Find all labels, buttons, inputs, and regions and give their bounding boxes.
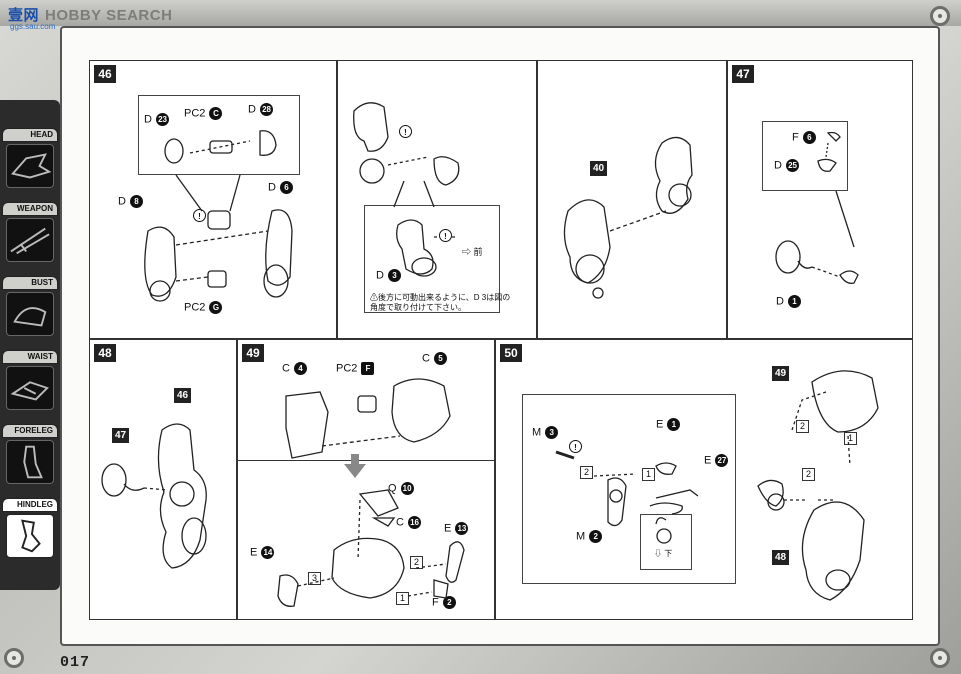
part-label-e14: E 14 [250, 546, 275, 559]
part-label-d1: D 1 [776, 295, 802, 308]
part-label-d8: D 8 [118, 195, 144, 208]
logo-chinese: 壹网 [8, 7, 40, 24]
part-label-pc2g: PC2 G [184, 301, 223, 314]
part-label-e27: E 27 [704, 454, 729, 467]
detail-box [640, 514, 692, 570]
down-label: ⇩ 下 [654, 549, 673, 558]
part-label-d28: D 28 [248, 103, 274, 116]
part-label-d25: D 25 [774, 159, 800, 172]
bust-icon [6, 292, 54, 336]
sidebar-item-label: FORELEG [2, 424, 58, 438]
watermark-logo: 壹网 HOBBY SEARCH [8, 4, 172, 25]
part-label-e1: E 1 [656, 418, 681, 431]
gear-icon [930, 6, 950, 26]
step-47-panel: 47 F 6 D 25 D 1 [727, 60, 913, 339]
sidebar-item-waist[interactable]: WAIST [2, 350, 58, 412]
step-48-drawing [101, 423, 207, 569]
part-label-c4: C 4 [282, 362, 308, 375]
part-label-e13: E 13 [444, 522, 469, 535]
section-sidebar: HEAD WEAPON BUST WAIST FORELEG HINDLEG [0, 100, 60, 590]
sidebar-item-label: WEAPON [2, 202, 58, 216]
step-50-panel: 50 M 3 ! E 1 E 27 M 2 ⇩ 下 2 1 49 48 2 1 … [495, 339, 913, 620]
warning-icon: ! [192, 209, 206, 222]
sidebar-item-label: HINDLEG [2, 498, 58, 512]
sequence-step: 2 [802, 468, 815, 481]
callout-box [522, 394, 736, 584]
part-label-pc2c: PC2 C [184, 107, 223, 120]
part-label-q10: Q 10 [388, 482, 414, 495]
part-label-f6: F 6 [792, 131, 816, 144]
part-label-pc2f: PC2 F [336, 362, 375, 375]
divider [238, 460, 496, 461]
hindleg-icon [6, 514, 54, 558]
step-number: 48 [94, 344, 116, 362]
assembly-ref-40: 40 [590, 161, 608, 176]
sequence-step: 2 [796, 420, 809, 433]
step-47-drawing [775, 131, 859, 284]
gear-icon [4, 648, 24, 668]
sequence-step: 3 [308, 572, 321, 585]
sidebar-item-weapon[interactable]: WEAPON [2, 202, 58, 264]
step-46-panel: 46 D 23 PC2 C D 28 D 8 D 6 PC2 G ! [89, 60, 337, 339]
step-49-panel: 49 C 4 PC2 F C 5 Q 10 C 16 E 13 E 14 F 2… [237, 339, 496, 620]
part-label-c16: C 16 [396, 516, 422, 529]
sidebar-item-label: WAIST [2, 350, 58, 364]
step-number: 50 [500, 344, 522, 362]
down-arrow [344, 454, 366, 478]
part-label-m2: M 2 [576, 530, 603, 543]
step-number: 47 [732, 65, 754, 83]
warning-icon: ! [438, 229, 452, 242]
page-number: 017 [60, 654, 91, 671]
sequence-step: 1 [642, 468, 655, 481]
part-label-d23: D 23 [144, 113, 170, 126]
step-50-drawing [555, 370, 879, 601]
logo-text: HOBBY SEARCH [45, 7, 173, 24]
gear-icon [930, 648, 950, 668]
step-48-panel: 48 47 46 [89, 339, 237, 620]
instruction-sheet: 46 D 23 PC2 C D 28 D 8 D 6 PC2 G ! [60, 26, 940, 646]
step-46c-drawing [563, 136, 693, 299]
step-46c-panel: 40 [537, 60, 727, 339]
sequence-step: 1 [844, 432, 857, 445]
weapon-icon [6, 218, 54, 262]
head-icon [6, 144, 54, 188]
assembly-ref-47: 47 [112, 428, 130, 443]
sidebar-item-bust[interactable]: BUST [2, 276, 58, 338]
part-label-c5: C 5 [422, 352, 448, 365]
part-label-m3: M 3 [532, 426, 559, 439]
waist-icon [6, 366, 54, 410]
warning-icon: ! [568, 440, 582, 453]
step-number: 49 [242, 344, 264, 362]
sidebar-item-label: BUST [2, 276, 58, 290]
sidebar-item-label: HEAD [2, 128, 58, 142]
caution-note: ⚠後方に可動出来るように、D 3は図の 角度で取り付けて下さい。 [370, 293, 511, 312]
sidebar-item-foreleg[interactable]: FORELEG [2, 424, 58, 486]
top-bar: 壹网 HOBBY SEARCH ggs.sau.com [0, 0, 961, 31]
part-label-d3b: D 3 [376, 269, 402, 282]
sequence-step: 2 [580, 466, 593, 479]
step-46b-drawing [353, 102, 460, 277]
sidebar-item-hindleg[interactable]: HINDLEG [2, 498, 58, 560]
part-label-d6: D 6 [268, 181, 294, 194]
sidebar-item-head[interactable]: HEAD [2, 128, 58, 190]
step-46b-panel: D 3 ! D 3 ⇨ 前 ⚠後方に可動出来るように、D 3は図の 角度で取り付… [337, 60, 537, 339]
assembly-ref-49: 49 [772, 366, 790, 381]
step-49-drawing [277, 378, 465, 607]
part-label-f2: F 2 [432, 596, 456, 609]
sequence-step: 1 [396, 592, 409, 605]
assembly-ref-48: 48 [772, 550, 790, 565]
foreleg-icon [6, 440, 54, 484]
step-number: 46 [94, 65, 116, 83]
assembly-ref-46: 46 [174, 388, 192, 403]
watermark-url: ggs.sau.com [10, 22, 56, 31]
step-46-drawing [144, 130, 293, 302]
front-label: ⇨ 前 [462, 247, 483, 257]
warning-icon: ! [398, 125, 412, 138]
